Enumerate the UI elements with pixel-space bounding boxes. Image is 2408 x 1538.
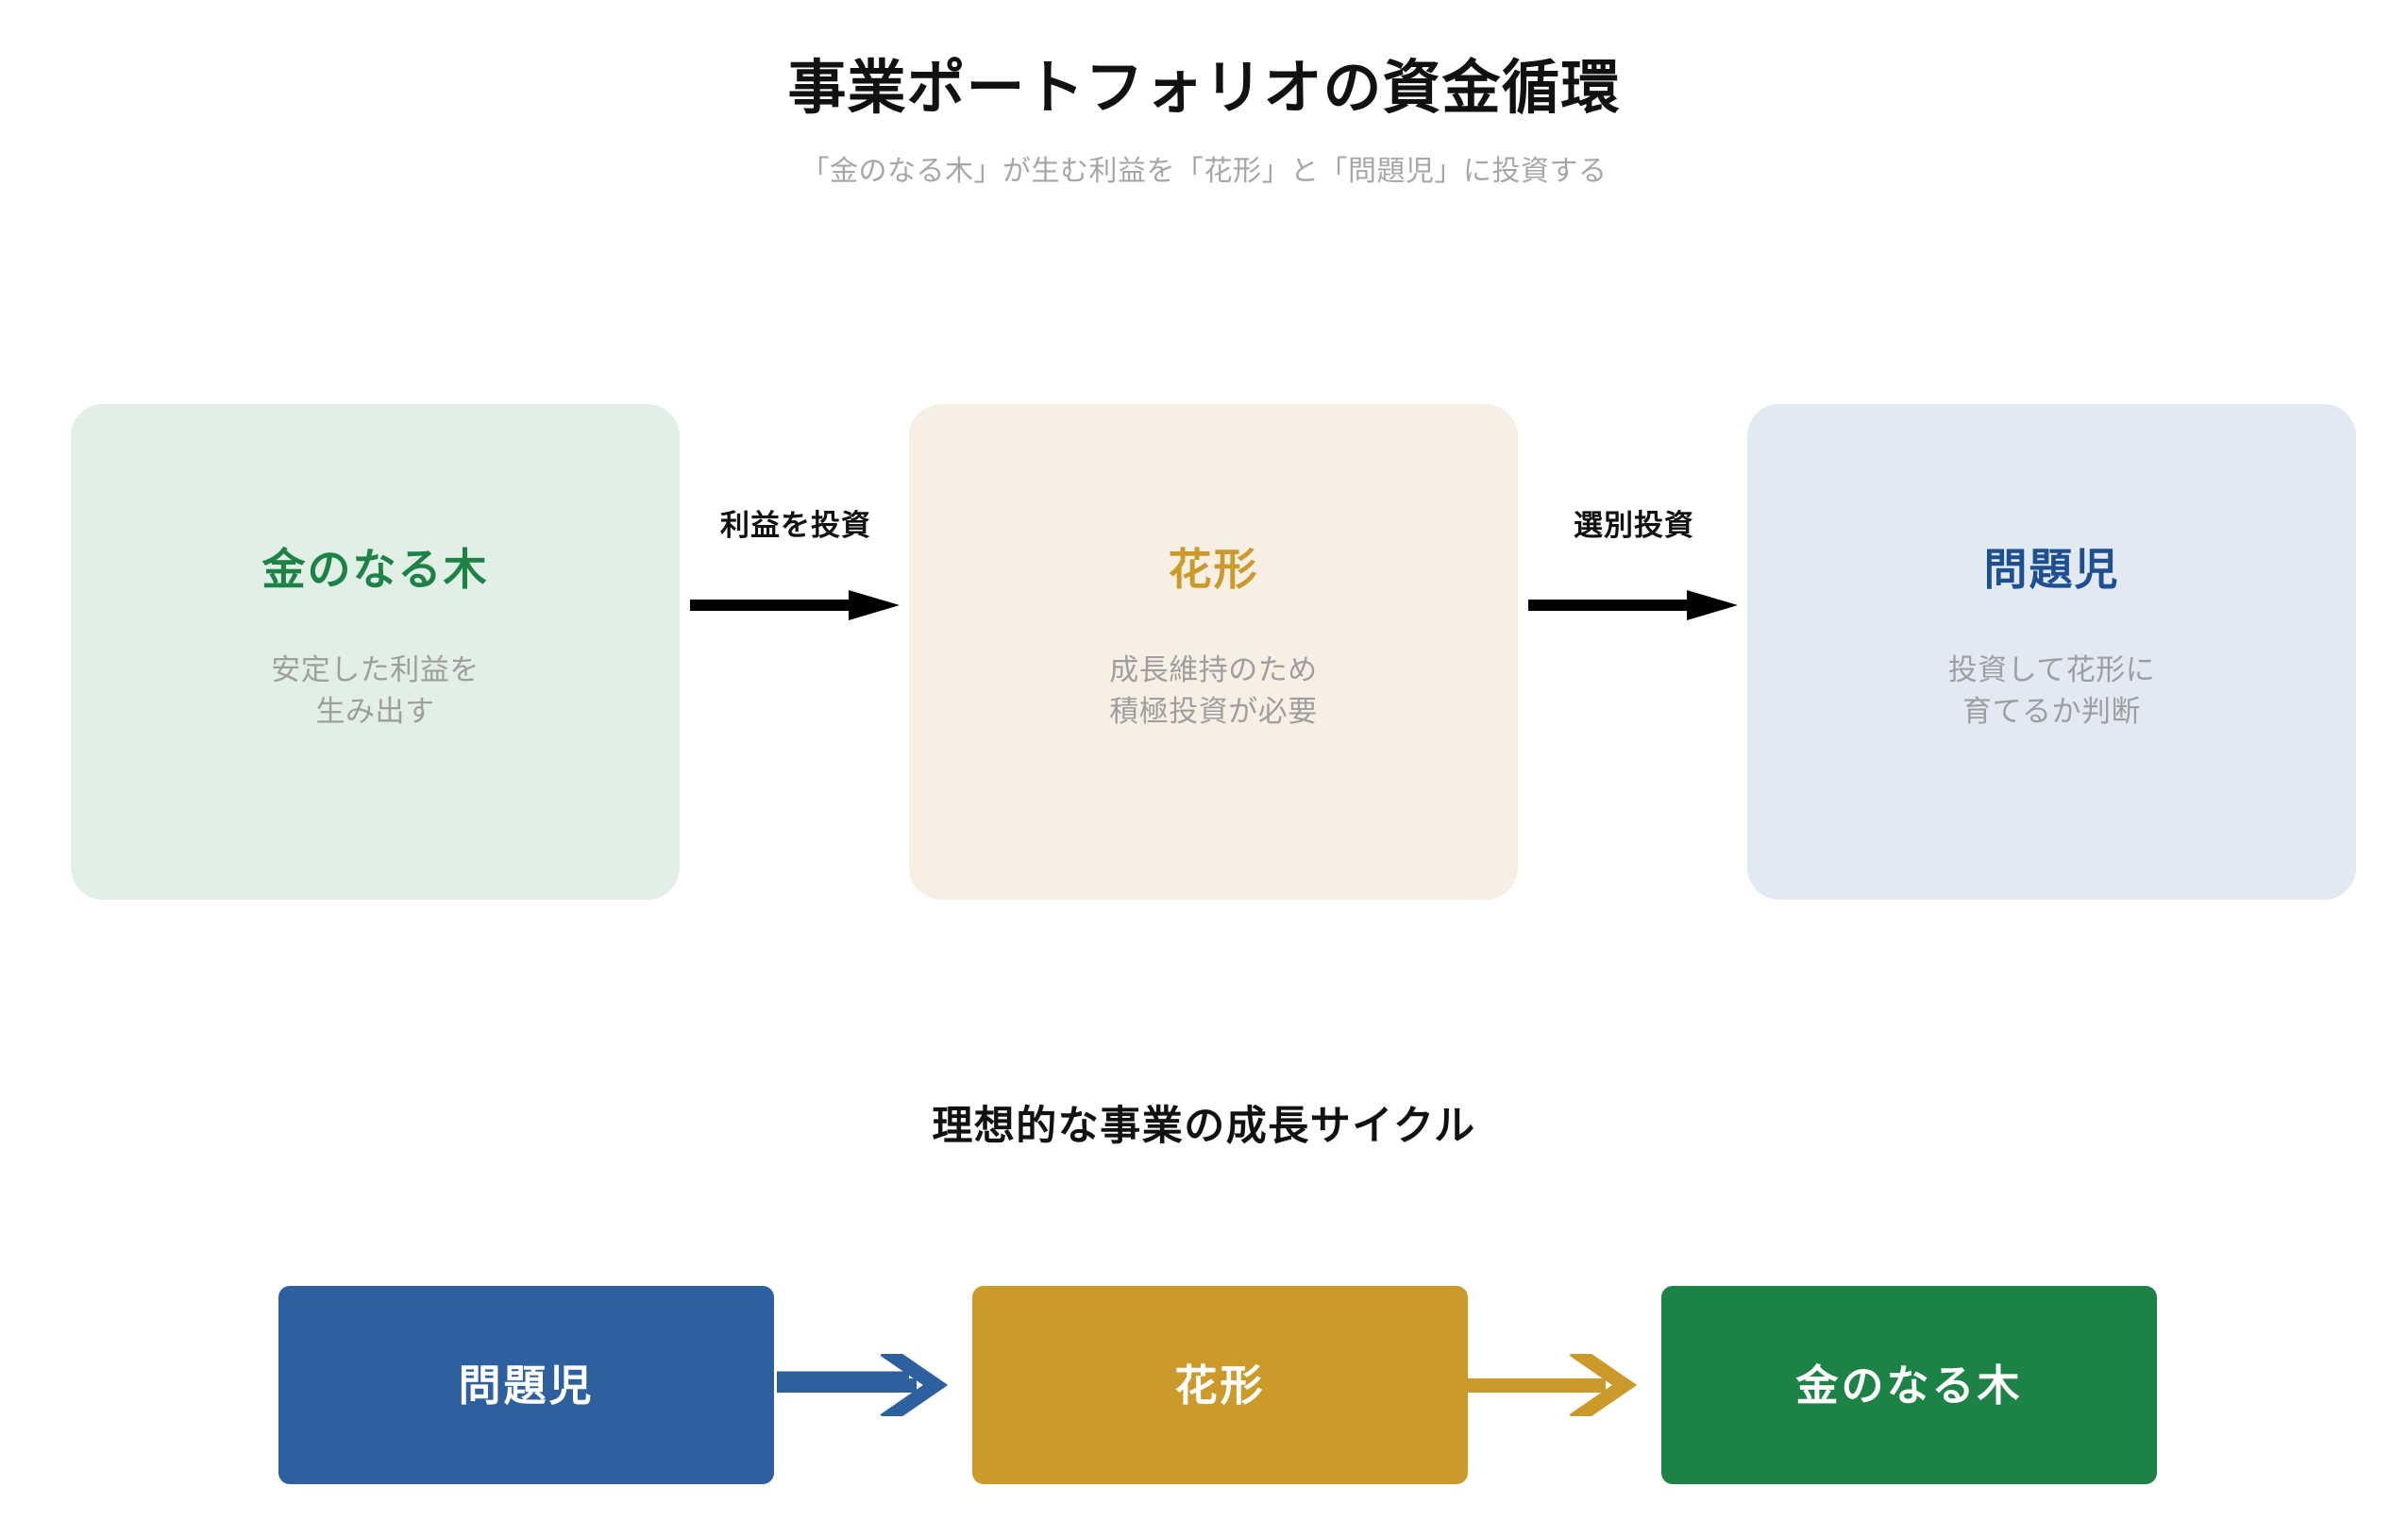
flow-card-description: 安定した利益を 生み出す [271,653,480,729]
cycle-arrow-right-icon-1 [777,1354,949,1416]
cycle-box-label: 花形 [1174,1361,1266,1410]
cycle-section-heading: 理想的な事業の成長サイクル [932,1104,1476,1149]
flow-connector-label: 選別投資 [1574,509,1694,542]
cycle-box-label: 問題児 [458,1361,595,1410]
flow-card-description: 成長維持のため 積極投資が必要 [1109,653,1318,729]
cycle-box-star[interactable]: 花形 [972,1286,1468,1484]
flow-connector-2: 選別投資 [1521,404,1747,900]
arrow-right-icon [690,590,900,620]
flow-card-title: 問題児 [1983,545,2120,594]
flow-card-title: 花形 [1168,545,1259,594]
flow-card-star[interactable]: 花形 成長維持のため 積極投資が必要 [909,404,1518,900]
flow-card-title: 金のなる木 [261,545,489,594]
page-subtitle: 「金のなる木」が生む利益を「花形」と「問題児」に投資する [800,156,1608,188]
growth-cycle-row: 問題児 花形 金のなる木 [278,1286,2157,1484]
flow-card-question-mark[interactable]: 問題児 投資して花形に 育てるか判断 [1747,404,2356,900]
page-header: 事業ポートフォリオの資金循環 「金のなる木」が生む利益を「花形」と「問題児」に投… [0,56,2408,189]
flow-card-cash-cow[interactable]: 金のなる木 安定した利益を 生み出す [71,404,680,900]
cycle-box-label: 金のなる木 [1795,1361,2023,1410]
flow-connector-1: 利益を投資 [682,404,909,900]
cycle-box-question-mark[interactable]: 問題児 [278,1286,774,1484]
cycle-arrow-right-icon-2 [1466,1354,1638,1416]
arrow-right-icon [1528,590,1738,620]
page-title: 事業ポートフォリオの資金循環 [787,56,1621,121]
cycle-box-cash-cow[interactable]: 金のなる木 [1661,1286,2157,1484]
flow-connector-label: 利益を投資 [720,509,871,542]
portfolio-flow-row: 金のなる木 安定した利益を 生み出す 利益を投資 花形 成長維持のため 積極投資… [71,404,2356,909]
flow-card-description: 投資して花形に 育てるか判断 [1947,653,2156,729]
